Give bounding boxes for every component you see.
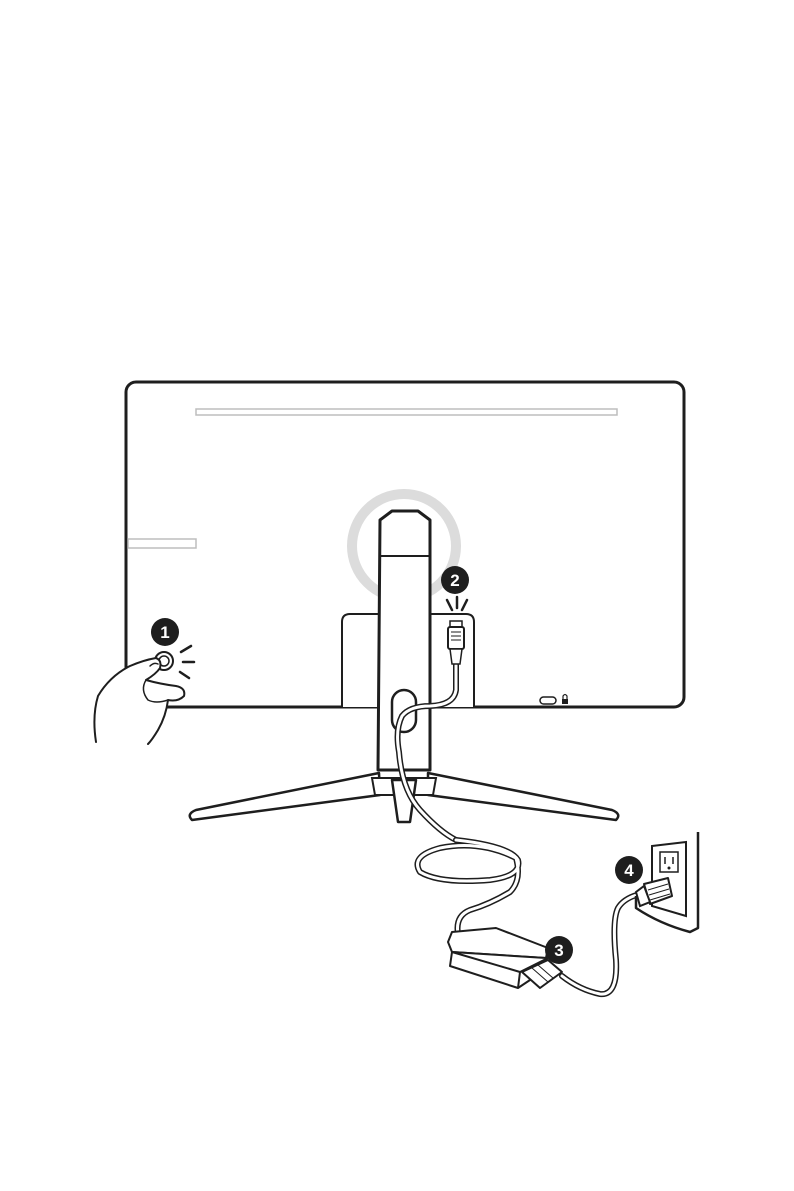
step-badge-2-label: 2 <box>450 571 459 590</box>
step-badge-4-label: 4 <box>624 861 634 880</box>
step-badge-3: 3 <box>545 936 573 964</box>
ac-cable <box>562 894 640 994</box>
stand-neck <box>378 511 430 770</box>
step-badge-4: 4 <box>615 856 643 884</box>
step-badge-3-label: 3 <box>554 941 563 960</box>
dc-plug <box>448 621 464 664</box>
step-badge-1: 1 <box>151 618 179 646</box>
step-badge-1-label: 1 <box>160 623 169 642</box>
step-badge-2: 2 <box>441 566 469 594</box>
